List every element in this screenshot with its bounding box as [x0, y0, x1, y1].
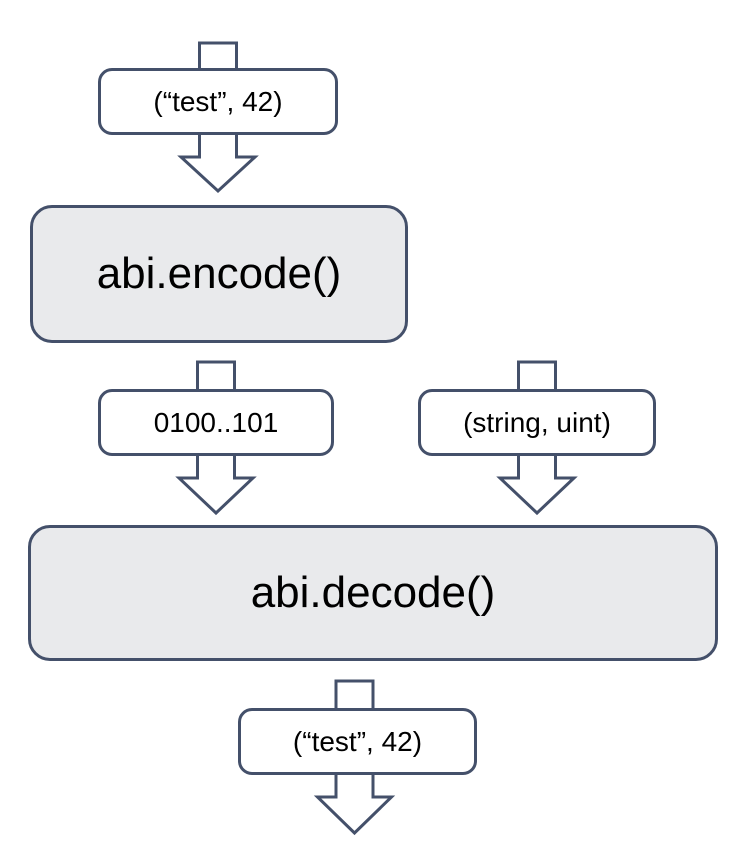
decoded-value-label: (“test”, 42) — [238, 708, 477, 775]
encoded-bytes-label: 0100..101 — [98, 389, 334, 456]
decode-function-box: abi.decode() — [28, 525, 718, 661]
type-signature-label: (string, uint) — [418, 389, 656, 456]
encode-function-box: abi.encode() — [30, 205, 408, 343]
input-value-label: (“test”, 42) — [98, 68, 338, 135]
